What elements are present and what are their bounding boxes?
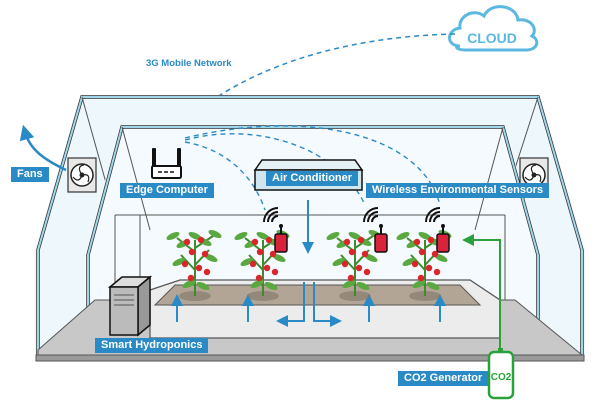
label-fans: Fans — [11, 167, 49, 182]
label-co2-generator: CO2 Generator — [398, 371, 489, 386]
router-icon — [151, 148, 182, 179]
cloud-icon — [448, 5, 539, 52]
fan-icon-left — [67, 157, 97, 193]
co2-tank-icon — [487, 348, 515, 400]
hydroponics-unit-icon — [107, 275, 153, 337]
co2-tank-label: CO2 — [491, 372, 512, 383]
label-edge-computer: Edge Computer — [120, 183, 214, 198]
label-air-conditioner: Air Conditioner — [266, 171, 359, 186]
water-flow-arrows — [171, 282, 446, 327]
label-wireless-sensors: Wireless Environmental Sensors — [366, 183, 550, 198]
co2-supply-line — [462, 234, 501, 352]
wireless-sensor-icon — [363, 207, 388, 253]
tomato-plant-icon — [396, 229, 452, 301]
tomato-plant-icon — [166, 229, 222, 301]
network-label: 3G Mobile Network — [146, 58, 232, 69]
tomato-plant-icon — [326, 229, 382, 301]
wireless-sensor-icon — [425, 207, 450, 253]
fan-exhaust-arrow — [19, 124, 67, 172]
tomato-plants — [166, 229, 452, 301]
wireless-sensor-icon — [263, 207, 288, 253]
label-smart-hydroponics: Smart Hydroponics — [95, 338, 209, 353]
wireless-sensors — [263, 207, 450, 253]
cloud-label: CLOUD — [467, 30, 517, 46]
tomato-plant-icon — [234, 229, 290, 301]
